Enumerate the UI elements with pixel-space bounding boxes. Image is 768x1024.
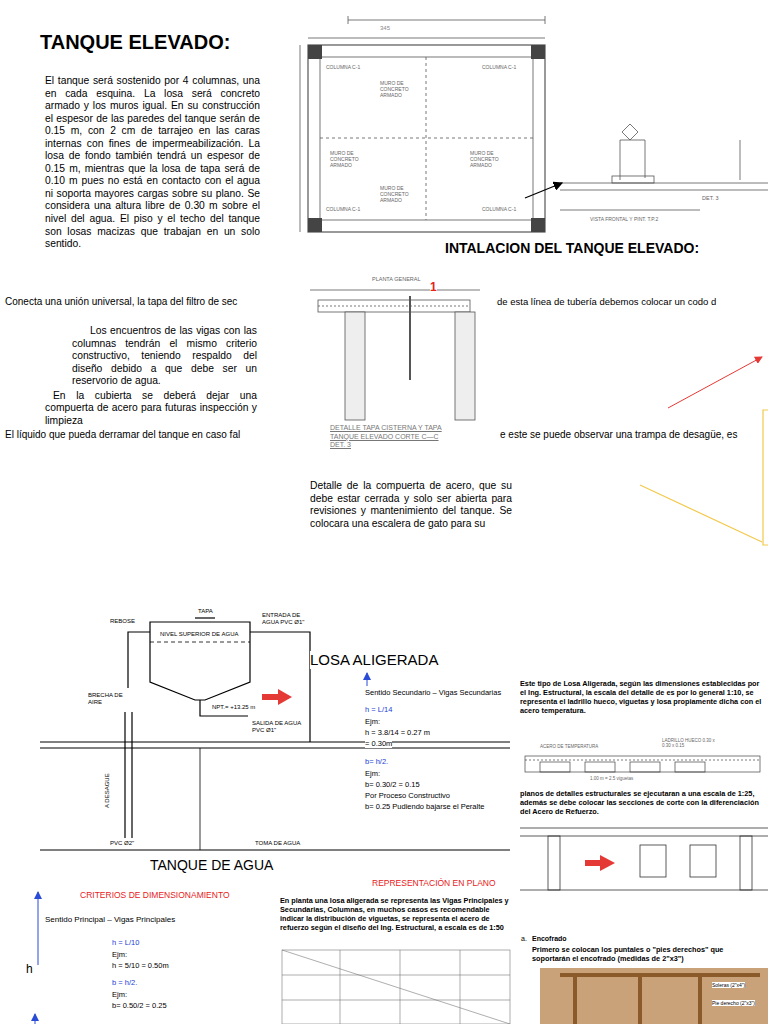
list-heading: Encofrado (532, 935, 567, 944)
paragraph-text: En la cubierta se deberá dejar una compu… (45, 390, 257, 428)
formula-text: Por Proceso Constructivo (365, 791, 450, 800)
section-heading: LOSA ALIGERADA (310, 651, 438, 669)
paragraph-text: Los encuentros de las vigas con las colu… (72, 325, 257, 388)
drawing-label: MURO DE CONCRETO ARMADO (380, 185, 420, 203)
axis-label: h (26, 962, 33, 977)
paragraph-text: En planta una losa aligerada se represen… (280, 897, 512, 933)
overflow-text: e este se puede observar una trampa de d… (500, 429, 737, 441)
formula-text: Ejm: (112, 950, 127, 959)
drawing-label: SALIDA DE AGUA PVC Ø1" (252, 720, 302, 735)
formula-heading: Sentido Principal – Vigas Principales (45, 915, 175, 925)
formula-text: h = L/10 (112, 938, 139, 947)
drawing-label: TAPA (198, 608, 213, 615)
formula-text: b= 0.25 Pudiendo bajarse el Peralte (365, 802, 484, 811)
drawing-label: ENTRADA DE AGUA PVC Ø1" (262, 612, 312, 627)
drawing-label: COLUMNA C-1 (326, 64, 360, 70)
drawing-label: BRECHA DE AIRE (88, 692, 124, 707)
formula-text: b= 0.50/2 = 0.25 (112, 1001, 167, 1010)
drawing-label: REBOSE (110, 618, 135, 625)
drawing-label: PVC Ø2" (110, 840, 134, 847)
section-heading: INTALACION DEL TANQUE ELEVADO: (445, 240, 699, 257)
formula-text: b = h/2. (112, 978, 137, 987)
formula-text: b= 0.30/2 = 0.15 (365, 780, 420, 789)
overflow-text: Conecta una unión universal, la tapa del… (5, 296, 237, 308)
drawing-label: COLUMNA C-1 (326, 206, 360, 212)
drawing-label: LADRILLO HUECO 0.30 x 0.30 x 0.15 (662, 738, 722, 749)
paragraph-text: El tanque será sostenido por 4 columnas,… (45, 75, 260, 251)
drawing-label: TOMA DE AGUA (255, 840, 300, 847)
photo-label: Soleras (2"x4") (712, 982, 745, 988)
paragraph-text: Primero se colocan los puntales o "pies … (532, 946, 757, 964)
paragraph-text: planos de detalles estructurales se ejec… (520, 790, 765, 817)
overflow-text: El líquido que pueda derramar del tanque… (5, 429, 240, 441)
drawing-label: COLUMNA C-1 (482, 206, 516, 212)
callout-number: 1 (430, 280, 437, 295)
photo-label: Pie derecho (2"x3") (712, 1000, 755, 1006)
formula-text: Ejm: (112, 990, 127, 999)
drawing-label: MURO DE CONCRETO ARMADO (330, 150, 370, 168)
drawing-label: PLANTA GENERAL (372, 276, 421, 283)
formula-text: Ejm: (365, 717, 380, 726)
page-title: TANQUE ELEVADO: (40, 30, 230, 54)
overflow-text: de esta línea de tubería debemos colocar… (497, 296, 716, 308)
section-heading: CRITERIOS DE DIMENSIONAMIENTO (80, 890, 230, 900)
drawing-label: 1.00 m = 2.5 viguetas (590, 776, 633, 781)
drawing-caption: DETALLE TAPA CISTERNA Y TAPA TANQUE ELEV… (330, 424, 450, 450)
drawing-label: A DESAGUE (104, 773, 111, 808)
drawing-label: DET. 3 (702, 195, 719, 202)
list-marker: a. (521, 935, 527, 944)
drawing-label: ACERO DE TEMPERATURA (540, 744, 598, 749)
formula-heading: Sentido Secundario – Vigas Secundarias (365, 688, 501, 697)
formula-text: = 0.30m (365, 739, 392, 748)
dimension-label: 345 (380, 25, 390, 32)
paragraph-text: Este tipo de Losa Aligerada, según las d… (520, 680, 765, 716)
formula-text: Ejm: (365, 769, 380, 778)
drawing-label: VISTA FRONTAL Y PINT. T.P.2 (590, 216, 658, 222)
drawing-label: COLUMNA C-1 (482, 64, 516, 70)
formula-text: h = 5/10 = 0.50m (112, 961, 169, 970)
formula-text: h = 3.8/14 = 0.27 m (365, 728, 430, 737)
drawing-title: TANQUE DE AGUA (150, 857, 273, 874)
drawing-label: MURO DE CONCRETO ARMADO (470, 150, 510, 168)
drawing-label: NIVEL SUPERIOR DE AGUA (160, 631, 238, 638)
paragraph-text: Detalle de la compuerta de acero, que su… (310, 480, 512, 530)
formula-text: b= h/2. (365, 757, 388, 766)
formula-text: h = L/14 (365, 705, 392, 714)
section-heading: REPRESENTACIÓN EN PLANO (372, 878, 496, 888)
drawing-label: MURO DE CONCRETO ARMADO (380, 80, 420, 98)
drawing-label: NPT.= +13.25 m (212, 704, 255, 711)
